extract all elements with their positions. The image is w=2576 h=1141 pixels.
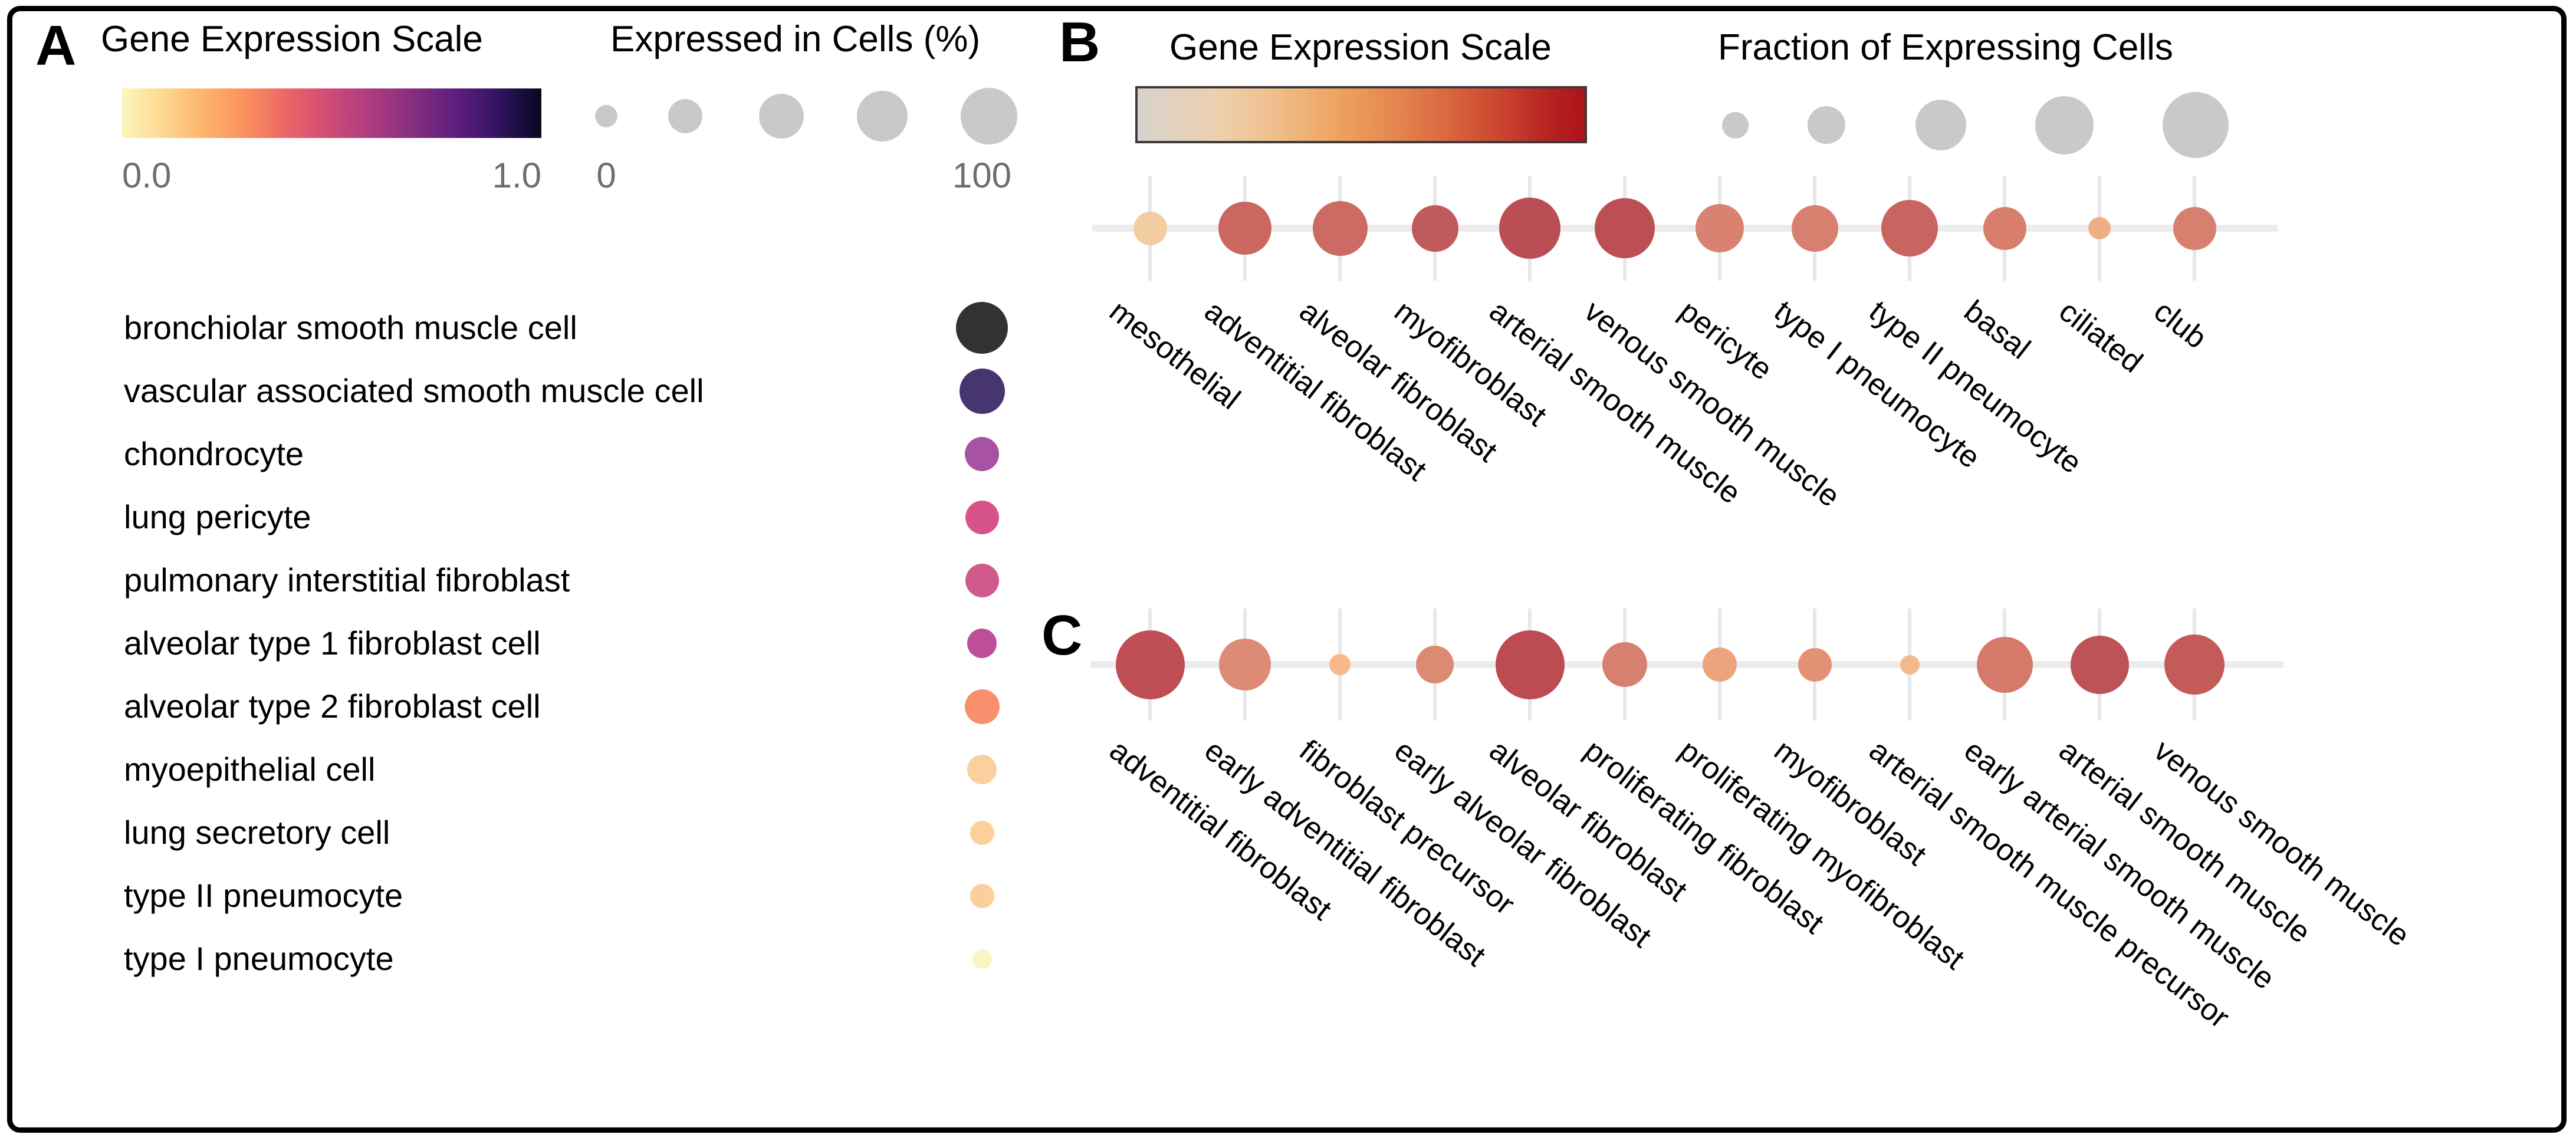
panel-b-category-dot — [1881, 200, 1938, 257]
panel-b-letter: B — [1059, 11, 1100, 74]
cell-type-label: lung pericyte — [124, 498, 311, 535]
panel-a-size-legend-title: Expressed in Cells (%) — [610, 19, 981, 60]
panel-b-category-dot — [1595, 198, 1655, 258]
cell-type-dot — [970, 883, 994, 908]
size-legend-circle — [668, 99, 702, 133]
cell-type-label: alveolar type 2 fibroblast cell — [124, 688, 541, 725]
cell-type-dot — [967, 755, 997, 784]
size-legend-circle — [857, 91, 908, 142]
cell-type-dot — [965, 437, 999, 471]
panel-b-category-dot — [1983, 206, 2026, 250]
panel-b-size-legend-title: Fraction of Expressing Cells — [1718, 27, 2173, 68]
panel-b-category-dot — [2173, 206, 2216, 250]
size-legend-circle — [1915, 100, 1966, 150]
panel-a-colormap-min-label: 0.0 — [122, 156, 172, 195]
cell-type-dot — [959, 368, 1005, 414]
cell-type-label: type II pneumocyte — [124, 877, 403, 914]
cell-type-dot — [972, 949, 992, 969]
cell-type-label: bronchiolar smooth muscle cell — [124, 309, 577, 346]
size-legend-circle — [1721, 111, 1749, 139]
panel-a-colormap-max-label: 1.0 — [492, 156, 541, 195]
size-legend-circle — [961, 88, 1017, 144]
cell-type-label: myoepithelial cell — [124, 751, 376, 788]
panel-a-size-max-label: 100 — [952, 156, 1012, 195]
cell-type-dot — [965, 500, 999, 534]
panel-c-category-dot — [1329, 654, 1351, 675]
size-legend-circle — [1808, 106, 1845, 144]
cell-type-label: alveolar type 1 fibroblast cell — [124, 624, 541, 662]
panel-b-category-dot — [1411, 205, 1458, 252]
panel-b-category-dot — [1791, 205, 1838, 252]
panel-b-category-dot — [1133, 211, 1167, 245]
cell-type-label: type I pneumocyte — [124, 940, 394, 977]
panel-c-letter: C — [1041, 604, 1083, 667]
size-legend-circle — [2035, 96, 2094, 154]
panel-b-category-dot — [1218, 202, 1271, 255]
panel-a-size-min-label: 0 — [596, 156, 616, 195]
panel-c-category-dot — [1976, 636, 2033, 693]
size-legend-circle — [759, 94, 804, 139]
cell-type-label: lung secretory cell — [124, 814, 390, 851]
panel-b-axis-line — [1092, 225, 2278, 232]
size-legend-circle — [595, 105, 617, 127]
cell-type-label: chondrocyte — [124, 435, 304, 472]
cell-type-dot — [970, 820, 994, 845]
cell-type-label: pulmonary interstitial fibroblast — [124, 561, 570, 599]
panel-c-category-dot — [1416, 646, 1454, 683]
panel-c-category-dot — [2164, 634, 2225, 695]
panel-c-category-dot — [1900, 655, 1920, 675]
cell-type-label: vascular associated smooth muscle cell — [124, 372, 704, 409]
panel-b-category-dot — [1696, 204, 1744, 252]
panel-c-category-dot — [1115, 630, 1185, 699]
cell-type-dot — [964, 689, 1000, 724]
cell-type-dot — [956, 302, 1008, 354]
panel-a-colormap-bar — [122, 88, 541, 138]
panel-c-category-dot — [1602, 642, 1647, 687]
panel-c-category-dot — [2070, 635, 2129, 694]
panel-b-category-dot — [1499, 198, 1560, 259]
panel-c-category-dot — [1703, 647, 1737, 682]
panel-a-letter: A — [35, 14, 77, 77]
panel-c-category-dot — [1798, 647, 1832, 682]
panel-b-colormap-bar — [1135, 86, 1587, 143]
panel-c-category-dot — [1495, 630, 1565, 699]
cell-type-dot — [965, 563, 999, 597]
panel-c-category-dot — [1219, 639, 1271, 690]
panel-b-category-dot — [2088, 217, 2111, 239]
figure-border — [7, 6, 2567, 1133]
panel-a-expression-legend-title: Gene Expression Scale — [101, 19, 483, 60]
panel-b-category-dot — [1312, 200, 1368, 256]
panel-b-expression-legend-title: Gene Expression Scale — [1169, 27, 1552, 68]
cell-type-dot — [967, 629, 997, 658]
size-legend-circle — [2163, 92, 2229, 158]
